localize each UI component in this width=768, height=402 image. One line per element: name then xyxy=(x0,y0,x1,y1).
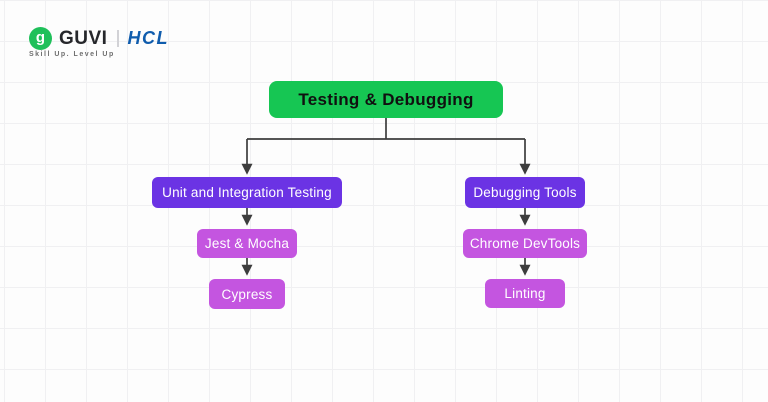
node-testing-and-debugging: Testing & Debugging xyxy=(269,81,503,118)
brand-tagline: Skill Up. Level Up xyxy=(29,51,115,58)
node-linting: Linting xyxy=(485,279,565,308)
node-jest-and-mocha: Jest & Mocha xyxy=(197,229,297,258)
guvi-logo-icon: g xyxy=(29,27,52,50)
hcl-wordmark: HCL xyxy=(127,28,169,48)
node-chrome-devtools: Chrome DevTools xyxy=(463,229,587,258)
brand-lockup: g GUVI HCL xyxy=(29,27,169,50)
brand-divider xyxy=(117,30,120,47)
node-debugging-tools: Debugging Tools xyxy=(465,177,585,208)
guvi-wordmark: GUVI xyxy=(59,27,108,49)
node-cypress: Cypress xyxy=(209,279,285,309)
node-unit-and-integration-testing: Unit and Integration Testing xyxy=(152,177,342,208)
